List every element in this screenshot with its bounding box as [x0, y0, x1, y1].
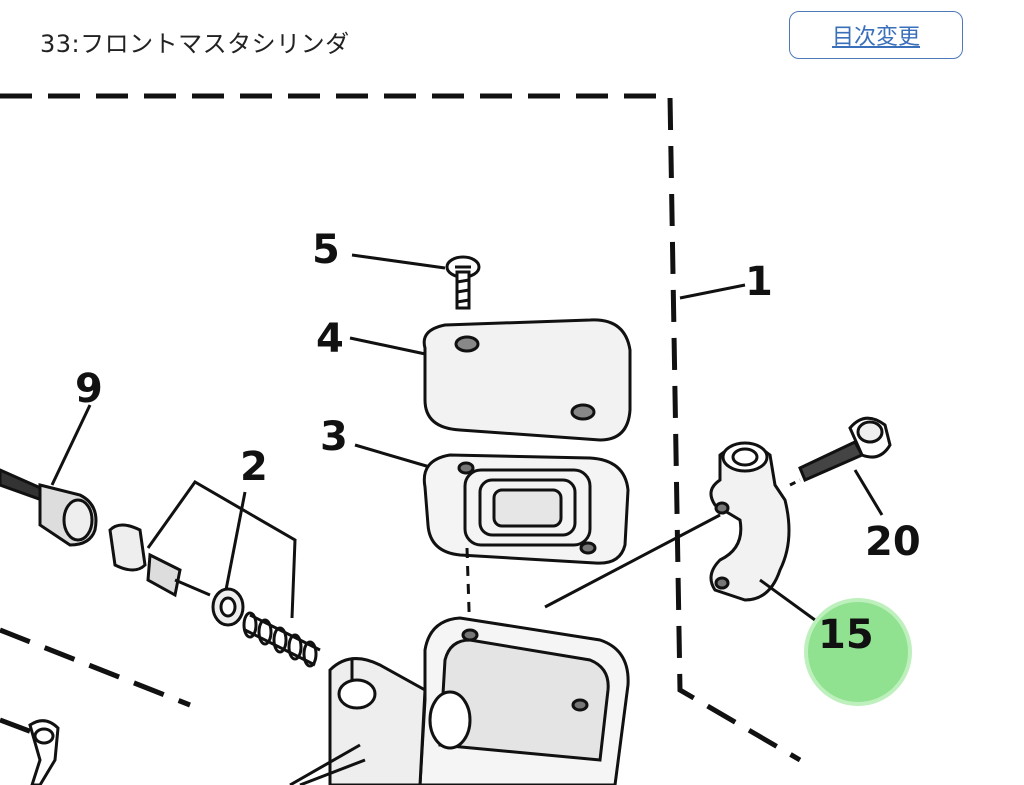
parts-diagram: 1 2 3 4 5 9 15 20 — [0, 93, 921, 785]
part-3-diaphragm[interactable] — [354, 443, 630, 565]
callout-4[interactable]: 4 — [316, 316, 344, 362]
part-2-piston-kit[interactable] — [108, 480, 321, 668]
toc-change-label: 目次変更 — [831, 25, 920, 50]
page-title: 33:フロントマスタシリンダ — [40, 30, 350, 58]
part-5-screw[interactable] — [351, 253, 481, 310]
fitting-bottom-left — [28, 719, 60, 785]
toc-change-button[interactable]: 目次変更 — [789, 11, 963, 59]
callout-1[interactable]: 1 — [745, 259, 773, 305]
callout-2[interactable]: 2 — [240, 444, 268, 490]
callout-3[interactable]: 3 — [320, 414, 348, 460]
callout-9[interactable]: 9 — [75, 366, 103, 412]
callout-5[interactable]: 5 — [312, 227, 340, 273]
header-bar: 33:フロントマスタシリンダ 目次変更 — [0, 0, 1024, 80]
leader-line-1 — [679, 283, 746, 300]
part-4-cover[interactable] — [349, 318, 632, 442]
assembly-boundary — [0, 93, 802, 763]
part-20-bolt[interactable] — [789, 416, 892, 516]
callout-15[interactable]: 15 — [818, 612, 874, 658]
part-15-bracket[interactable] — [544, 441, 816, 622]
highlight-15[interactable] — [804, 598, 912, 706]
master-cylinder-body[interactable] — [289, 547, 630, 785]
part-9-rod[interactable] — [0, 404, 98, 547]
callout-20[interactable]: 20 — [865, 519, 921, 565]
